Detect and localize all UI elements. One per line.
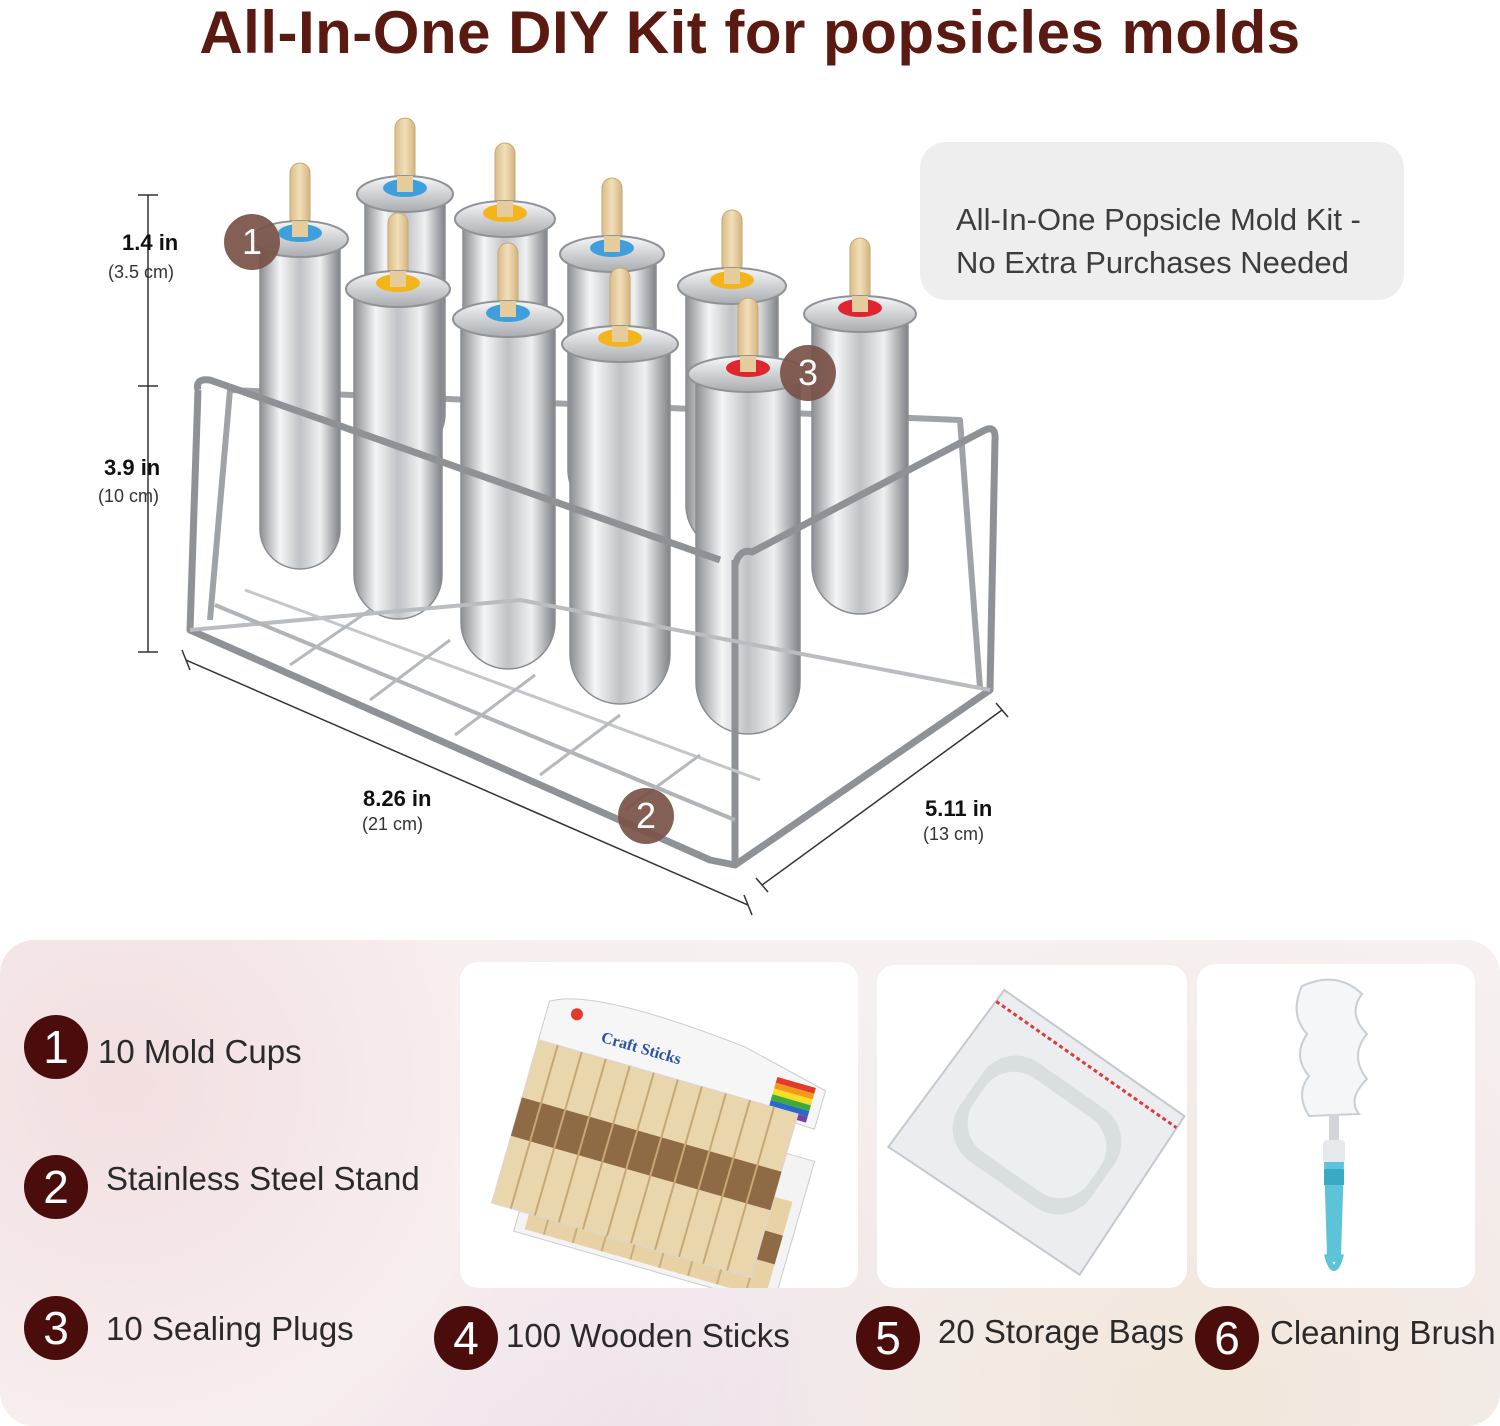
callout-line-2: No Extra Purchases Needed: [956, 245, 1349, 280]
item-2-label: Stainless Steel Stand: [106, 1160, 420, 1197]
top-height-imperial: 1.4 in: [122, 230, 179, 255]
item-1-number: 1: [24, 1015, 88, 1079]
mold-cups: [251, 117, 917, 735]
popsicle-mold-illustration: [138, 117, 1009, 916]
cleaning-brush-card: [1197, 964, 1475, 1288]
item-6-label: Cleaning Brush: [1270, 1314, 1496, 1351]
item-2-number: 2: [24, 1155, 88, 1219]
height-dimension-lines: [138, 194, 1009, 916]
mold-cup: [452, 242, 564, 670]
marker-2: 2: [618, 788, 674, 844]
body-height-imperial: 3.9 in: [104, 455, 161, 480]
wooden-sticks-image: Craft Sticks: [490, 998, 827, 1307]
marker-3: 3: [780, 345, 836, 401]
wooden-sticks-card: Craft Sticks: [460, 962, 858, 1307]
cleaning-brush-image: [1295, 978, 1369, 1271]
marker-1: 1: [224, 214, 280, 270]
mold-cup: [251, 162, 349, 570]
mold-cup: [803, 237, 917, 615]
item-1-label: 10 Mold Cups: [98, 1033, 302, 1070]
mold-cup: [561, 267, 679, 705]
kit-callout: All-In-One Popsicle Mold Kit - No Extra …: [920, 142, 1404, 300]
width-imperial: 5.11 in: [925, 796, 993, 821]
item-5-number: 5: [856, 1306, 920, 1370]
length-metric: (21 cm): [362, 814, 424, 834]
mold-cup: [345, 212, 451, 620]
item-3-number: 3: [24, 1296, 88, 1360]
stand-frame-front: [186, 376, 999, 869]
item-5-label: 20 Storage Bags: [938, 1313, 1184, 1350]
storage-bags-image: [886, 988, 1186, 1277]
callout-line-1: All-In-One Popsicle Mold Kit -: [956, 202, 1361, 237]
page-title: All-In-One DIY Kit for popsicles molds: [199, 0, 1301, 66]
item-6-number: 6: [1195, 1306, 1259, 1370]
width-metric: (13 cm): [923, 824, 985, 844]
length-imperial: 8.26 in: [363, 786, 432, 811]
storage-bags-card: [877, 965, 1187, 1288]
body-height-metric: (10 cm): [98, 486, 160, 506]
item-4-label: 100 Wooden Sticks: [506, 1317, 790, 1354]
item-3-label: 10 Sealing Plugs: [106, 1310, 354, 1347]
top-height-metric: (3.5 cm): [108, 262, 175, 282]
item-4-number: 4: [434, 1306, 498, 1370]
